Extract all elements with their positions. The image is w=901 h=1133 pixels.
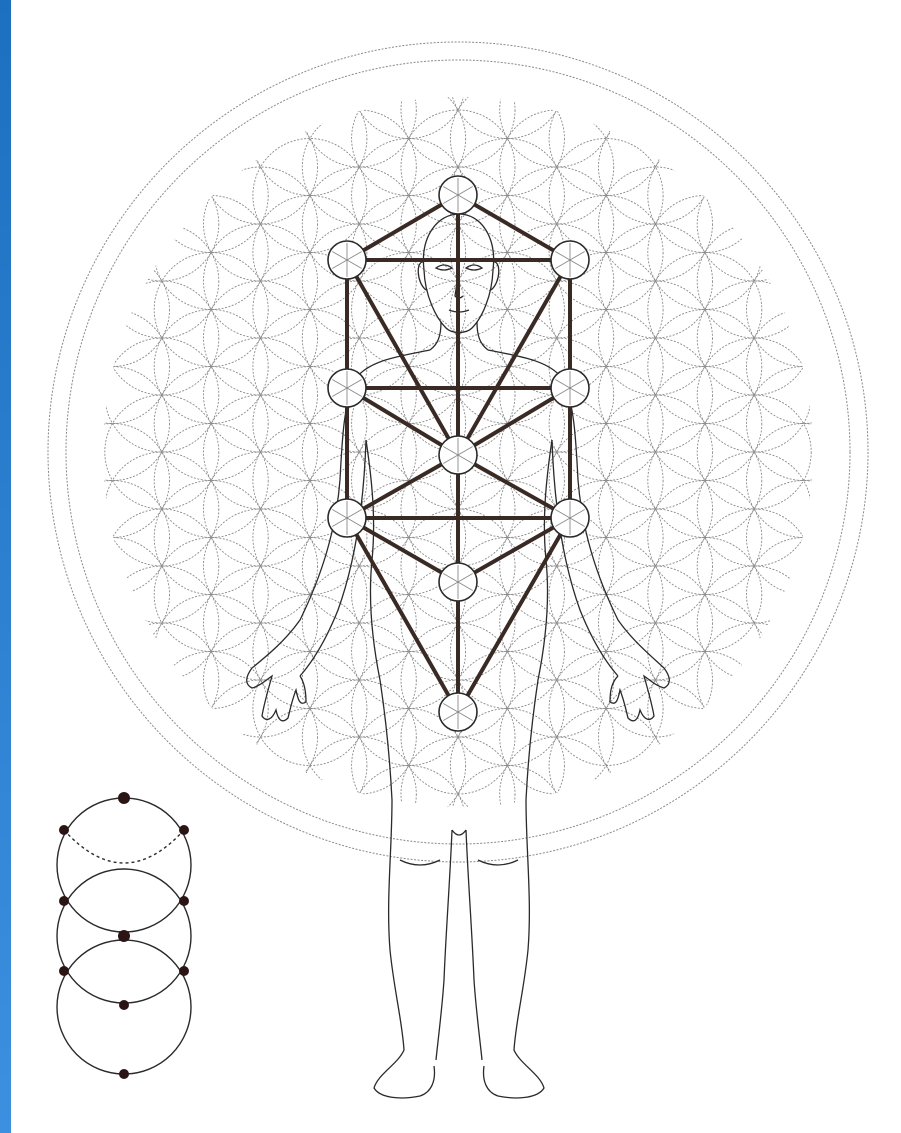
vesica-dot bbox=[59, 896, 69, 906]
figure-neck-left bbox=[430, 322, 441, 350]
sephira-node bbox=[439, 436, 477, 474]
figure-right-leg-outer bbox=[484, 800, 544, 1098]
flower-grid-circle bbox=[352, 766, 466, 880]
flower-grid-circle bbox=[56, 481, 170, 595]
flower-grid-circle bbox=[56, 538, 170, 652]
flower-grid-circle bbox=[747, 253, 861, 367]
vesica-dot bbox=[118, 930, 130, 942]
vesica-dot bbox=[119, 1069, 129, 1079]
vesica-dot bbox=[179, 825, 189, 835]
flower-grid-circle bbox=[105, 167, 219, 281]
sephira-node bbox=[328, 499, 366, 537]
sephira-node bbox=[439, 693, 477, 731]
vesica-dot bbox=[179, 966, 189, 976]
vesica-dot bbox=[59, 825, 69, 835]
vesica-dotted-arc bbox=[64, 830, 184, 863]
flower-grid-circle bbox=[352, 25, 466, 139]
flower-grid-circle bbox=[500, 53, 614, 167]
figure-right-hand bbox=[610, 668, 669, 721]
vesica-dot bbox=[118, 792, 130, 804]
sephira-node bbox=[328, 241, 366, 279]
flower-grid-circle bbox=[697, 167, 811, 281]
vesica-dot bbox=[179, 896, 189, 906]
flower-grid-circle bbox=[648, 139, 762, 253]
figure-left-knee bbox=[400, 860, 440, 865]
flower-grid-circle bbox=[302, 737, 416, 851]
figure-left-eye bbox=[436, 265, 452, 270]
flower-grid-circle bbox=[450, 25, 564, 139]
sephira-node bbox=[551, 499, 589, 537]
flower-grid-circle bbox=[747, 310, 861, 424]
flower-grid-circle bbox=[500, 737, 614, 851]
flower-grid-circle bbox=[747, 538, 861, 652]
figure-crotch bbox=[452, 830, 466, 835]
flower-grid-circle bbox=[697, 623, 811, 737]
figure-left-hand bbox=[247, 668, 306, 721]
flower-grid-circle bbox=[154, 139, 268, 253]
vesica-dot bbox=[59, 966, 69, 976]
vesica-circles-diagram bbox=[57, 792, 191, 1079]
sephira-node bbox=[328, 369, 366, 407]
vesica-circle-top bbox=[57, 798, 191, 932]
sephira-node bbox=[439, 563, 477, 601]
tree-path bbox=[347, 260, 458, 455]
flower-grid-circle bbox=[56, 253, 170, 367]
flower-grid-circle bbox=[105, 623, 219, 737]
sephira-node bbox=[551, 241, 589, 279]
figure-left-leg-inner bbox=[436, 830, 452, 1060]
figure-left-inner-arm bbox=[300, 440, 366, 676]
tree-path bbox=[347, 518, 458, 712]
sephira-node bbox=[551, 369, 589, 407]
sephira-node bbox=[439, 176, 477, 214]
flower-grid-circle bbox=[56, 310, 170, 424]
flower-grid-circle bbox=[302, 53, 416, 167]
vesica-dots bbox=[59, 792, 189, 1079]
vesica-dot bbox=[119, 1000, 129, 1010]
figure-left-leg-outer bbox=[374, 800, 434, 1098]
flower-grid-circle bbox=[747, 481, 861, 595]
figure-right-leg-inner bbox=[466, 830, 482, 1060]
